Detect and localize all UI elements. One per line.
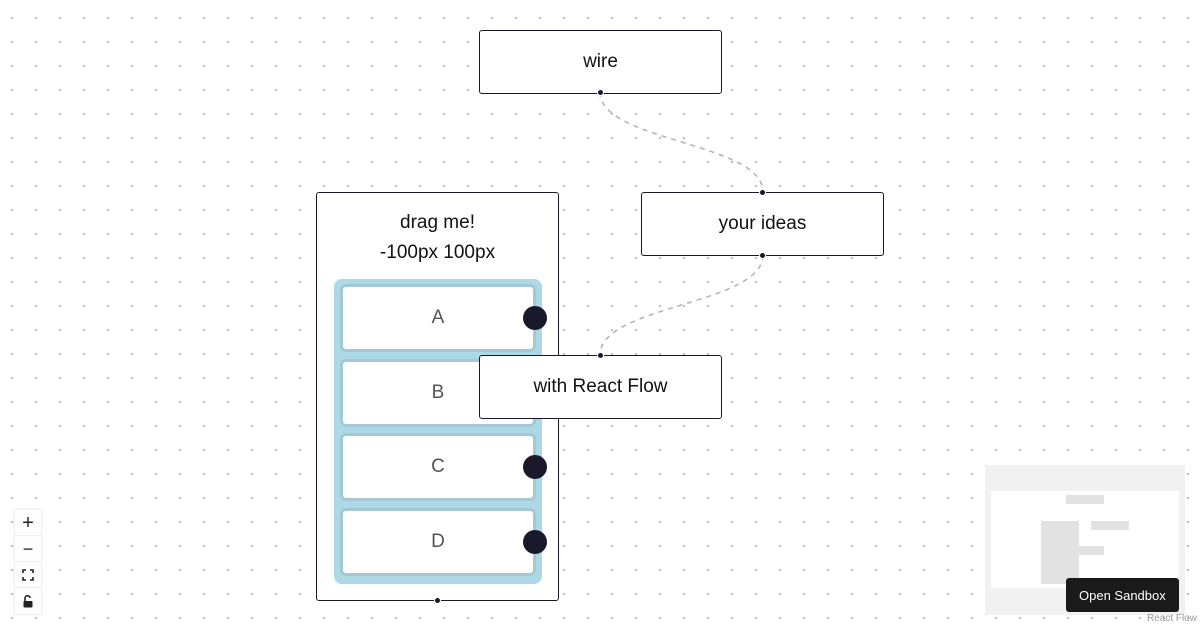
minimap-viewport [991,491,1179,588]
group-title: drag me! [400,212,475,233]
react-flow-attribution[interactable]: React Flow [1146,613,1197,624]
minus-icon: − [22,538,34,559]
fit-view-icon [22,568,34,581]
node-with-react-flow[interactable]: with React Flow [479,352,722,419]
zoom-in-button[interactable]: + [15,510,41,536]
unlock-icon [23,594,33,607]
fit-view-button[interactable] [15,562,41,588]
interactivity-toggle-button[interactable] [15,588,41,614]
node-with-react-flow-label: with React Flow [533,376,668,397]
group-subtitle: -100px 100px [379,242,496,263]
node-wire[interactable]: wire [479,30,722,96]
list-item-c-handle[interactable] [523,455,547,479]
list-item-d[interactable]: D [340,508,536,576]
open-sandbox-button[interactable]: Open Sandbox [1066,578,1179,612]
list-item-a-handle[interactable] [523,306,547,330]
list-item-c[interactable]: C [340,433,536,501]
minimap-node-react-flow [1066,546,1104,555]
node-wire-label: wire [583,51,618,72]
node-with-react-flow-target-handle[interactable] [597,352,604,359]
minimap-node-wire [1066,495,1104,504]
minimap-node-ideas [1091,521,1129,530]
zoom-out-button[interactable]: − [15,536,41,562]
list-item-d-handle[interactable] [523,530,547,554]
sortable-list: A B C D [334,279,542,584]
list-item-a[interactable]: A [340,284,536,352]
group-bottom-handle[interactable] [434,597,441,604]
plus-icon: + [22,511,34,534]
node-wire-source-handle[interactable] [597,89,604,96]
node-your-ideas-target-handle[interactable] [759,189,766,196]
zoom-controls: + − [15,510,41,614]
node-your-ideas[interactable]: your ideas [641,189,884,259]
node-your-ideas-label: your ideas [718,213,807,234]
node-your-ideas-source-handle[interactable] [759,252,766,259]
